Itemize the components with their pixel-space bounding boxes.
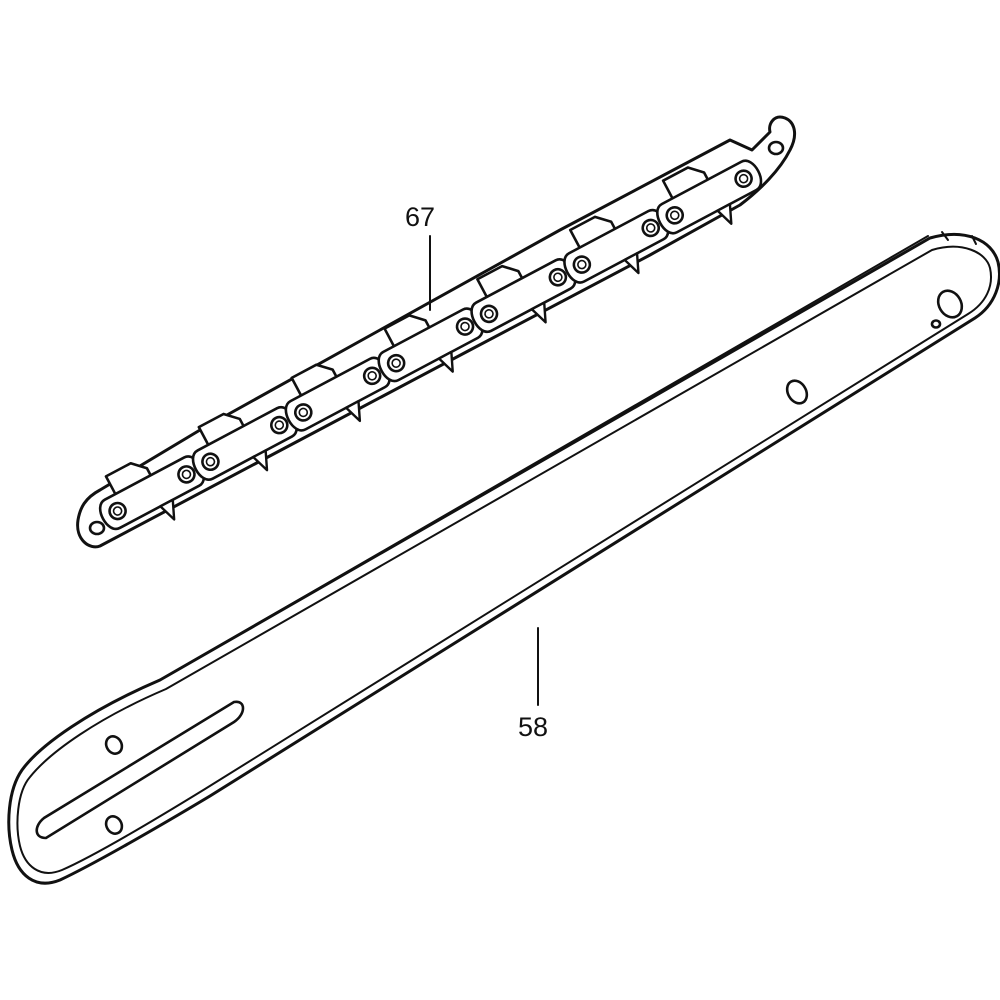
part-label-chain: 67 xyxy=(405,202,435,232)
rivet xyxy=(201,452,220,472)
rivet xyxy=(293,403,313,422)
chain-link xyxy=(470,258,577,334)
rivet xyxy=(108,501,127,521)
rivet xyxy=(455,317,475,336)
part-label-bar: 58 xyxy=(518,712,548,742)
rivet xyxy=(734,169,753,188)
rivet xyxy=(362,366,382,386)
chain-link xyxy=(191,405,299,481)
rivet xyxy=(177,465,196,484)
rivet xyxy=(386,353,406,373)
chain-link xyxy=(377,307,484,383)
rivet xyxy=(641,218,661,238)
chain-link xyxy=(563,208,670,284)
rivet xyxy=(479,304,499,324)
chain-link xyxy=(284,356,391,432)
guide-bar-icon xyxy=(7,231,1000,885)
chain-link xyxy=(656,159,763,235)
saw-chain-icon xyxy=(76,115,797,549)
rivet xyxy=(572,255,592,274)
rivet xyxy=(270,415,289,435)
chain-link xyxy=(98,455,206,531)
rivet xyxy=(665,205,685,225)
rivet xyxy=(548,267,568,287)
